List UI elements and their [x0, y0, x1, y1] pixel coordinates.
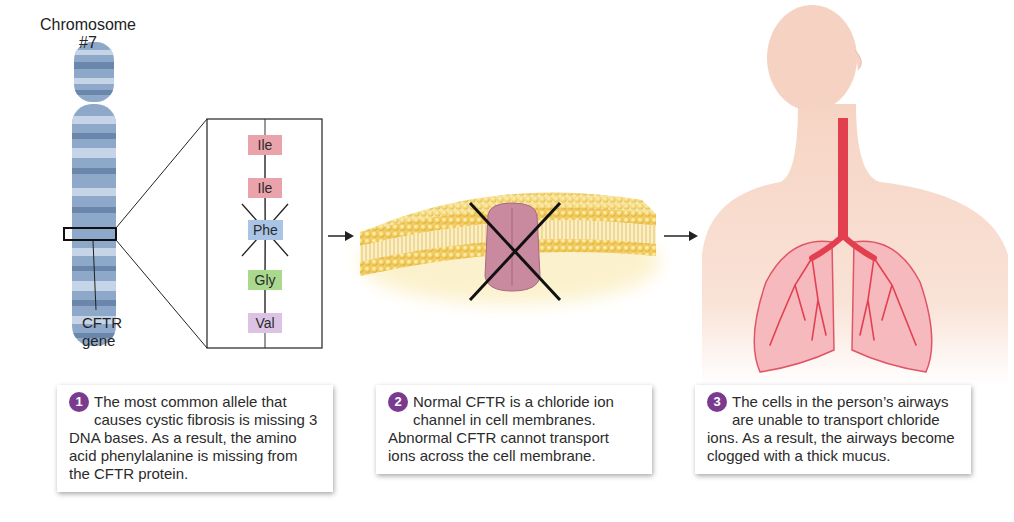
- amino-acid-box: Gly: [248, 270, 282, 290]
- flow-arrow: [328, 231, 354, 241]
- step-number: 3: [707, 392, 727, 412]
- lung: [754, 241, 834, 372]
- cross-mark: [470, 203, 560, 300]
- zoom-line: [116, 119, 207, 228]
- amino-acid-box: Val: [248, 313, 282, 333]
- arrow-head: [689, 231, 698, 241]
- caption-box: 1The most common allele that causes cyst…: [57, 385, 333, 492]
- body: [702, 104, 1008, 385]
- trachea: [838, 118, 848, 238]
- step-number: 1: [69, 392, 89, 412]
- amino-acid-box: Ile: [248, 178, 282, 198]
- amino-acid-name: Val: [253, 313, 277, 333]
- strand-connector: [265, 290, 266, 313]
- gene-marker: [64, 228, 116, 240]
- person-torso: [702, 5, 1008, 385]
- step-number: 2: [388, 392, 408, 412]
- band: [72, 168, 116, 174]
- band: [74, 62, 114, 69]
- step-number-text: 2: [394, 394, 401, 409]
- band: [72, 116, 116, 124]
- zoom-line: [116, 240, 207, 348]
- band: [72, 148, 116, 158]
- band: [74, 78, 114, 84]
- flow-arrow: [664, 231, 698, 241]
- chromosome-label: Chromosome #7: [38, 16, 138, 52]
- arrow-shaft: [328, 235, 346, 237]
- amino-acid-box: Phe: [248, 220, 283, 240]
- strand-connector: [265, 198, 266, 220]
- amino-acid-name: Phe: [253, 220, 278, 240]
- strand-connector: [265, 240, 266, 270]
- band: [72, 281, 116, 291]
- caption-text: The cells in the person’s airways are un…: [707, 393, 959, 465]
- cross-mark: [470, 203, 560, 300]
- band: [72, 207, 116, 213]
- caption-box: 2Normal CFTR is a chloride ion channel i…: [376, 385, 652, 474]
- head: [767, 5, 857, 111]
- band: [72, 300, 116, 306]
- caption-text: The most common allele that causes cysti…: [69, 393, 321, 483]
- band: [72, 133, 116, 139]
- amino-acid-box: Ile: [248, 135, 282, 155]
- leader-line: [93, 241, 96, 310]
- bronchioles: [770, 258, 916, 345]
- cell-membrane: [360, 192, 660, 304]
- zoom-inset: [116, 119, 322, 348]
- gene-label: CFTR gene: [82, 314, 132, 350]
- bronchi: [812, 236, 874, 258]
- nose: [855, 50, 861, 70]
- band: [74, 90, 114, 95]
- chromosome-bands: [74, 50, 114, 95]
- caption-box: 3The cells in the person’s airways are u…: [695, 385, 971, 474]
- arrow-shaft: [664, 235, 690, 237]
- lung: [852, 241, 932, 372]
- strand-connector: [265, 155, 266, 178]
- chromosome: [64, 42, 120, 346]
- arrow-head: [345, 231, 354, 241]
- caption-text: Normal CFTR is a chloride ion channel in…: [388, 393, 640, 465]
- step-number-text: 3: [713, 394, 720, 409]
- band: [72, 188, 116, 196]
- amino-acid-name: Ile: [253, 135, 277, 155]
- amino-acid-name: Ile: [253, 178, 277, 198]
- amino-acid-name: Gly: [253, 270, 277, 290]
- step-number-text: 1: [75, 394, 82, 409]
- zoom-box: [207, 119, 322, 348]
- chromosome-arm: [72, 104, 116, 346]
